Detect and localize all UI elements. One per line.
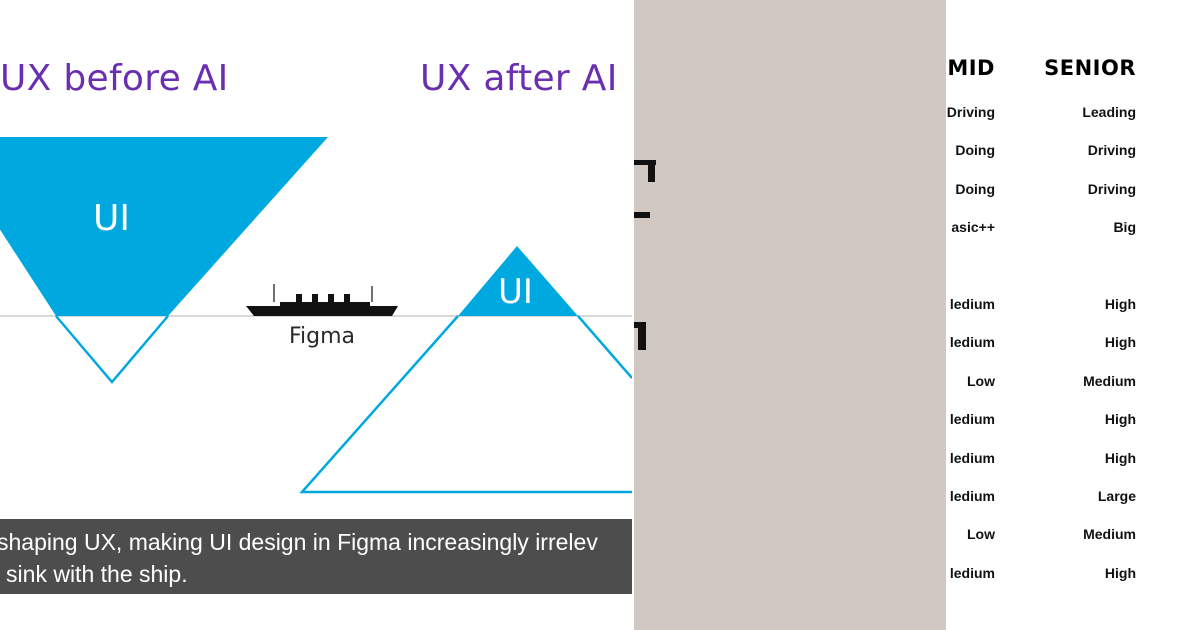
table-cell-mid: Driving xyxy=(946,104,995,120)
table-cell-mid: Low xyxy=(967,526,995,542)
table-cell-mid: ledium xyxy=(949,296,995,312)
table-cell-mid: Doing xyxy=(955,181,995,197)
table-cell-senior: Driving xyxy=(1087,142,1136,158)
table-cell-mid: asic++ xyxy=(951,219,995,235)
ui-upright-triangle-tip xyxy=(458,246,578,316)
table-cell-mid: ledium xyxy=(949,450,995,466)
table-cell-mid: Doing xyxy=(955,142,995,158)
table-cell-senior: Medium xyxy=(1083,526,1136,542)
caption-line-2: r sink with the ship. xyxy=(0,561,188,587)
beige-panel xyxy=(634,0,946,630)
heading-ux-after-ai: UX after AI xyxy=(420,58,618,99)
column-header-senior: SENIOR xyxy=(1044,56,1136,80)
column-header-mid: MID xyxy=(947,56,995,80)
table-cell-senior: High xyxy=(1104,334,1136,350)
ui-inverted-triangle xyxy=(0,137,328,316)
table-cell-senior: Big xyxy=(1113,219,1136,235)
table-cell-senior: High xyxy=(1104,411,1136,427)
ui-label-large: UI xyxy=(93,198,130,239)
triangle-diagram xyxy=(0,137,632,494)
table-cell-senior: High xyxy=(1104,296,1136,312)
table-cell-senior: High xyxy=(1104,565,1136,581)
ux-ai-diagram-panel: UX before AI UX after AI UI UI Figma sha… xyxy=(0,58,632,594)
table-cell-mid: Low xyxy=(967,373,995,389)
table-cell-mid: ledium xyxy=(949,411,995,427)
table-cell-senior: Leading xyxy=(1082,104,1136,120)
cropped-glyph-fragment xyxy=(634,212,650,218)
table-cell-senior: High xyxy=(1104,450,1136,466)
table-cell-mid: ledium xyxy=(949,565,995,581)
ui-label-small: UI xyxy=(498,272,533,312)
table-cell-senior: Large xyxy=(1097,488,1136,504)
heading-ux-before-ai: UX before AI xyxy=(0,58,229,99)
ship-icon xyxy=(246,284,398,316)
ux-inverted-triangle-outline xyxy=(55,315,169,384)
caption-line-1: shaping UX, making UI design in Figma in… xyxy=(0,529,598,555)
ux-upright-triangle-outline-right xyxy=(577,315,632,379)
ux-upright-triangle-outline-left xyxy=(299,315,632,494)
table-cell-mid: ledium xyxy=(949,334,995,350)
figma-label: Figma xyxy=(289,324,356,349)
cropped-glyph-fragment xyxy=(648,160,655,182)
caption-box: shaping UX, making UI design in Figma in… xyxy=(0,519,632,594)
cropped-glyph-fragment xyxy=(638,324,646,350)
table-cell-senior: Driving xyxy=(1087,181,1136,197)
table-cell-mid: ledium xyxy=(949,488,995,504)
table-cell-senior: Medium xyxy=(1083,373,1136,389)
cropped-glyph-fragment xyxy=(634,160,656,165)
